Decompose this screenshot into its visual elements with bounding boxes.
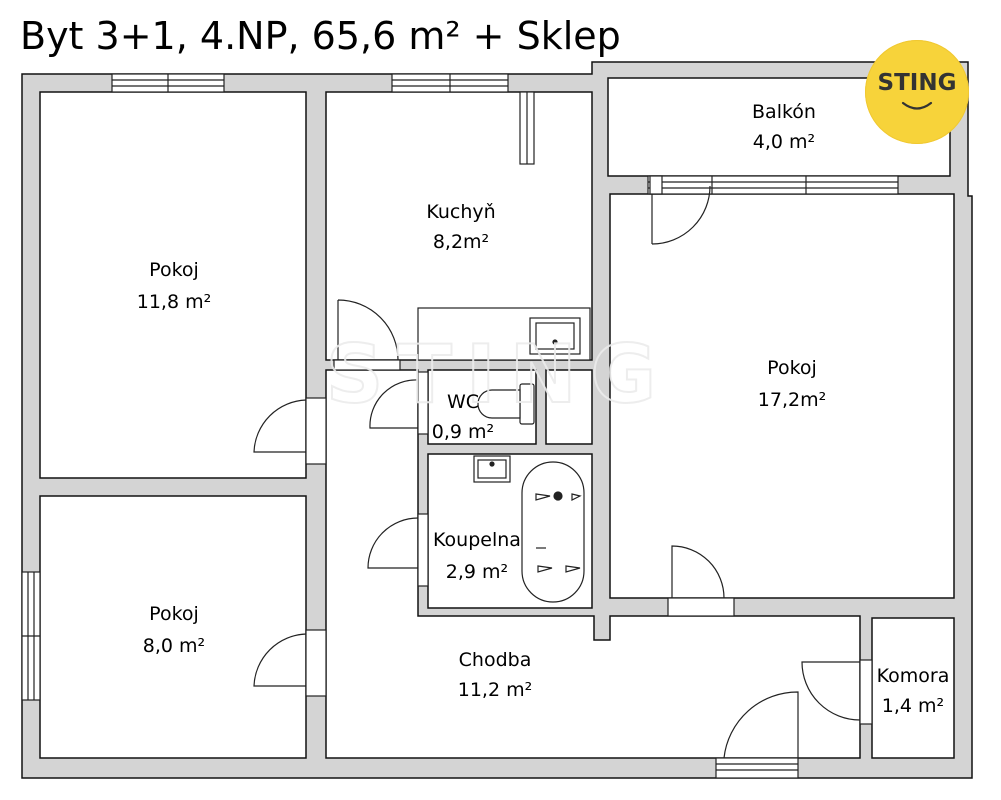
logo-text: STING bbox=[877, 70, 957, 96]
room-area-koupelna: 2,9 m² bbox=[446, 561, 508, 583]
room-area-pokoj-2: 17,2m² bbox=[758, 389, 826, 411]
smile-icon bbox=[901, 101, 933, 110]
room-area-komora: 1,4 m² bbox=[882, 695, 944, 717]
room-name-pokoj-1: Pokoj bbox=[149, 259, 199, 281]
room-name-pokoj-3: Pokoj bbox=[149, 603, 199, 625]
bathroom-fixtures bbox=[473, 455, 585, 603]
room-area-balkon: 4,0 m² bbox=[753, 131, 815, 153]
room-area-pokoj-1: 11,8 m² bbox=[137, 291, 211, 313]
toilet bbox=[477, 383, 535, 425]
kitchen-counter bbox=[417, 91, 591, 361]
room-labels: Pokoj 11,8 m² Kuchyň 8,2m² Balkón 4,0 m²… bbox=[137, 101, 950, 717]
room-area-wc: 0,9 m² bbox=[432, 421, 494, 443]
room-area-chodba: 11,2 m² bbox=[458, 679, 532, 701]
room-name-koupelna: Koupelna bbox=[433, 529, 521, 551]
room-name-komora: Komora bbox=[877, 665, 950, 687]
room-name-balkon: Balkón bbox=[752, 101, 816, 123]
room-area-pokoj-3: 8,0 m² bbox=[143, 635, 205, 657]
watermark: STING bbox=[326, 328, 671, 421]
page-title: Byt 3+1, 4.NP, 65,6 m² + Sklep bbox=[20, 14, 621, 58]
sting-logo: STING bbox=[865, 40, 969, 144]
room-name-kuchyn: Kuchyň bbox=[426, 201, 495, 223]
room-name-chodba: Chodba bbox=[459, 649, 532, 671]
room-name-pokoj-2: Pokoj bbox=[767, 357, 817, 379]
room-area-kuchyn: 8,2m² bbox=[433, 231, 489, 253]
doors bbox=[253, 175, 873, 759]
room-name-wc: WC bbox=[447, 391, 479, 413]
